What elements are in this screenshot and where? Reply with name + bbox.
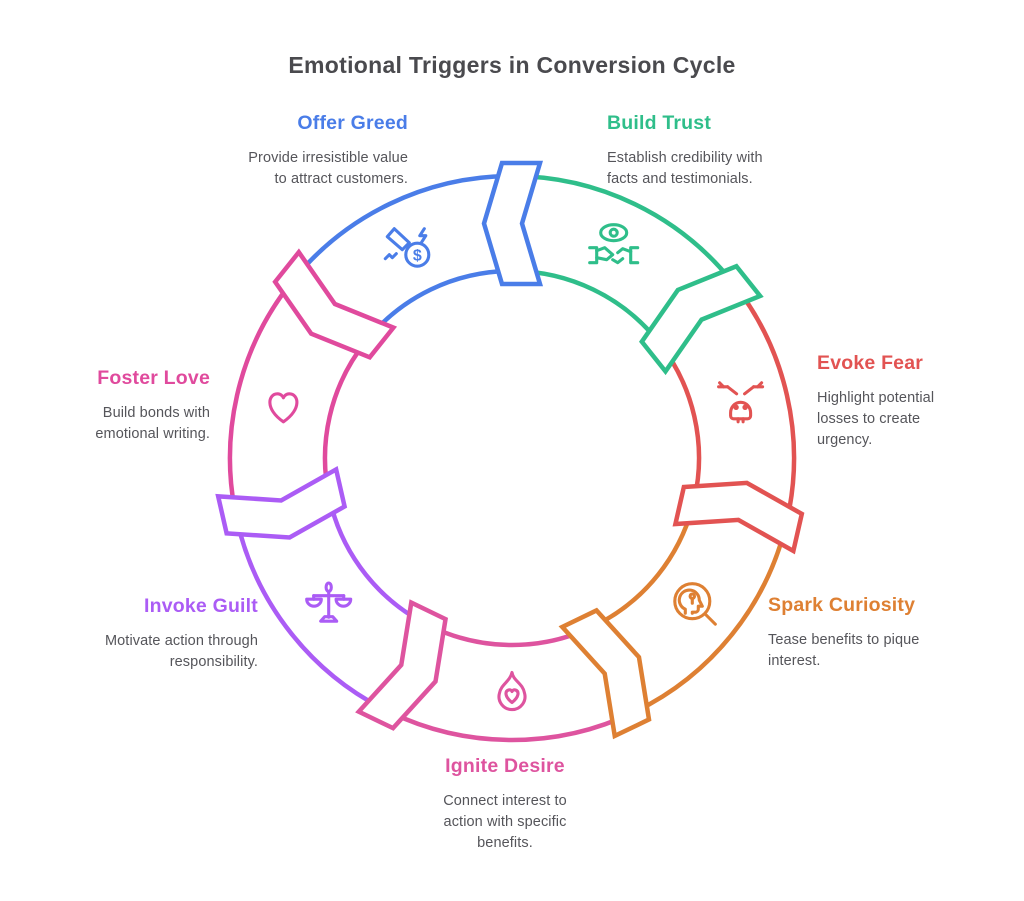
segment-title: Invoke Guilt	[143, 595, 258, 617]
segment-clasp	[355, 599, 449, 731]
segment-title: Foster Love	[97, 367, 210, 389]
segment-label-offer-greed: Offer Greed Provide irresistible value t…	[178, 112, 408, 190]
segment-clasp	[481, 160, 544, 287]
page-title: Emotional Triggers in Conversion Cycle	[288, 52, 736, 78]
curiosity-magnifier-icon	[673, 582, 717, 626]
love-heart-icon	[268, 392, 299, 424]
segment-label-build-trust: Build Trust Establish credibility with f…	[607, 112, 847, 190]
segment-description: Provide irresistible value to attract cu…	[248, 150, 408, 188]
segment-clasp	[215, 465, 348, 540]
segment-clasp	[639, 263, 764, 376]
segment-title: Evoke Fear	[817, 352, 924, 374]
segment-title: Offer Greed	[297, 112, 408, 134]
fear-skull-icon	[717, 381, 765, 424]
segment-description: Establish credibility with facts and tes…	[607, 150, 763, 188]
segment-title: Ignite Desire	[445, 755, 565, 777]
segment-label-ignite-desire: Ignite Desire Connect interest to action…	[392, 755, 618, 854]
segment-description: Tease benefits to pique interest.	[768, 632, 920, 670]
segment-title: Build Trust	[607, 112, 712, 134]
segment-clasp	[558, 607, 652, 740]
segment-label-invoke-guilt: Invoke Guilt Motivate action through res…	[28, 595, 258, 673]
segment-title: Spark Curiosity	[768, 594, 916, 616]
desire-flame-heart-icon	[497, 670, 527, 712]
segment-label-evoke-fear: Evoke Fear Highlight potential losses to…	[817, 352, 1012, 451]
segment-description: Build bonds with emotional writing.	[95, 405, 210, 443]
segment-description: Highlight potential losses to create urg…	[817, 390, 935, 449]
segment-description: Motivate action through responsibility.	[104, 633, 258, 671]
segment-description: Connect interest to action with specific…	[443, 793, 567, 852]
greed-money-grab-icon: $	[383, 227, 431, 268]
guilt-scales-icon	[305, 581, 353, 623]
svg-text:$: $	[413, 248, 422, 265]
segment-clasp	[272, 248, 398, 361]
segment-label-spark-curiosity: Spark Curiosity Tease benefits to pique …	[768, 594, 1008, 672]
segment-label-foster-love: Foster Love Build bonds with emotional w…	[16, 367, 210, 445]
segment-clasp	[672, 480, 805, 555]
trust-handshake-eye-icon	[588, 223, 640, 265]
